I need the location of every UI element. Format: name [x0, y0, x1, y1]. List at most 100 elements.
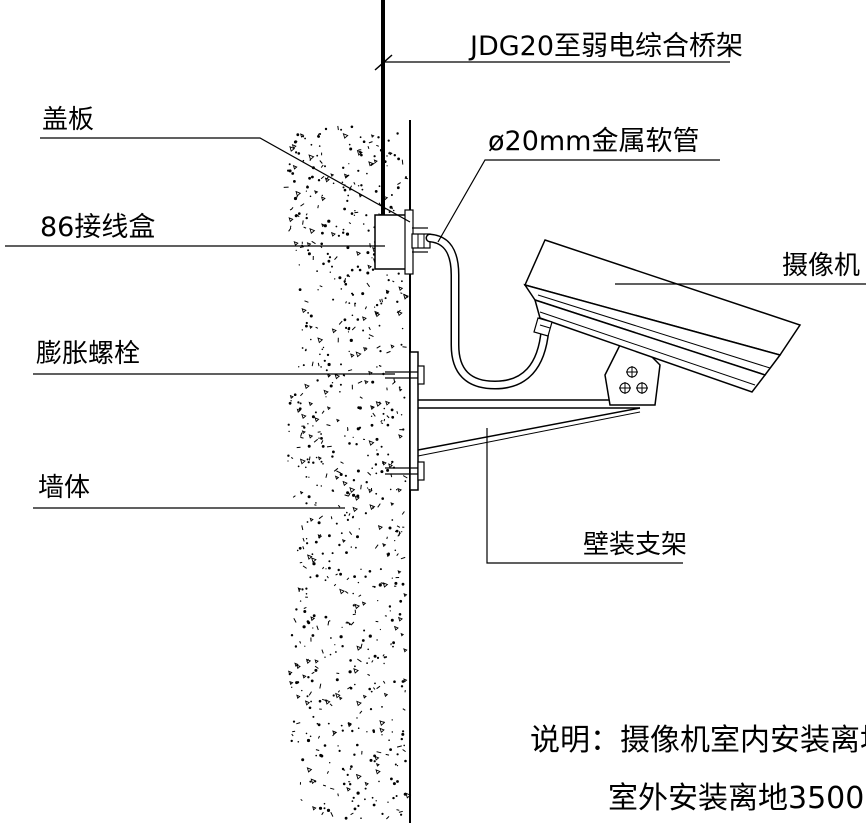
wall-speckle [312, 553, 314, 555]
wall-speckle [397, 746, 402, 747]
wall-speckle [402, 160, 403, 165]
wall-speckle [297, 665, 300, 668]
wall-speckle [328, 363, 331, 366]
wall-speckle [367, 649, 369, 651]
wall-speckle [308, 461, 310, 463]
wall-speckle [298, 466, 300, 468]
wall-speckle [391, 416, 394, 419]
wall-speckle [371, 416, 372, 417]
wall-speckle [391, 409, 394, 412]
wall-speckle [401, 557, 405, 558]
wall-speckle [351, 813, 354, 815]
wall-speckle [312, 672, 315, 674]
wall-speckle [340, 129, 342, 131]
wall-speckle [325, 128, 327, 130]
wall-speckle [354, 684, 356, 686]
wall-speckle [318, 736, 319, 739]
wall-speckle [303, 364, 305, 366]
wall-speckle [357, 646, 361, 650]
wall-speckle [320, 755, 323, 758]
wall-speckle [333, 490, 335, 492]
wall-speckle [338, 569, 340, 571]
wall-speckle [353, 614, 356, 615]
wall-speckle [377, 657, 379, 659]
wall-speckle [383, 583, 387, 587]
wall-speckle [314, 439, 318, 442]
wall-speckle [303, 220, 304, 224]
wall-speckle [335, 375, 339, 379]
wall-speckle [344, 318, 347, 321]
wall-speckle [347, 430, 348, 431]
wall-speckle [303, 538, 304, 542]
wall-speckle [315, 411, 317, 413]
wall-speckle [396, 795, 398, 797]
wall-speckle [374, 155, 376, 157]
wall-speckle [336, 574, 338, 575]
wall-speckle [317, 723, 319, 725]
wall-speckle [304, 227, 307, 228]
wall-speckle [309, 576, 311, 578]
wall-speckle [390, 778, 393, 781]
wall-speckle [355, 443, 357, 445]
wall-speckle [306, 538, 307, 539]
wall-speckle [377, 136, 379, 138]
wall-speckle [386, 274, 387, 275]
wall-speckle [353, 604, 355, 606]
note-line-1: 说明：摄像机室内安装离地 [530, 723, 866, 758]
wall-speckle [291, 457, 293, 458]
wall-speckle [396, 132, 398, 134]
wall-speckle [349, 148, 352, 151]
wall-speckle [366, 662, 368, 664]
wall-speckle [391, 345, 394, 348]
wall-speckle [383, 544, 386, 547]
wall-speckle [317, 626, 319, 630]
wall-speckle [310, 736, 312, 738]
wall-speckle [340, 589, 344, 593]
wall-speckle [307, 768, 311, 772]
wall-speckle [377, 346, 381, 348]
wall-speckle [379, 526, 383, 530]
wall-speckle [373, 804, 376, 807]
wall-speckle [352, 800, 354, 802]
wall-speckle [302, 309, 306, 313]
wall-speckle [381, 706, 383, 708]
wall-speckle [311, 144, 313, 146]
wall-speckle [312, 415, 315, 418]
wall-speckle [338, 544, 340, 546]
wall-speckle [359, 406, 362, 409]
wall-speckle [390, 489, 392, 491]
wall-speckle [346, 512, 348, 514]
wall-speckle [369, 635, 372, 638]
wall-speckle [341, 725, 343, 727]
wall-speckle [403, 476, 407, 478]
wall-speckle [391, 619, 394, 622]
wall-speckle [320, 437, 323, 440]
wall-speckle [306, 733, 308, 735]
wall-speckle [376, 453, 379, 456]
wall-speckle [360, 711, 362, 714]
wall-speckle [341, 462, 344, 464]
wall-speckle [360, 569, 361, 570]
wall-speckle [386, 754, 389, 755]
wall-speckle [318, 179, 320, 181]
wall-speckle [386, 291, 389, 294]
wall-speckle [362, 189, 364, 191]
wall-speckle [388, 153, 389, 155]
wall-speckle [305, 325, 308, 328]
wall-speckle [319, 457, 321, 460]
wall-speckle [386, 816, 389, 819]
wall-speckle [343, 208, 346, 211]
wall-speckle [363, 223, 365, 225]
wall-speckle [361, 292, 364, 295]
wall-speckle [320, 161, 323, 164]
wall-speckle [349, 532, 351, 535]
wall-speckle [357, 170, 359, 172]
wall-speckle [346, 301, 347, 303]
wall-speckle [331, 455, 333, 457]
wall-speckle [316, 327, 318, 328]
wall-speckle [353, 754, 355, 756]
wall-speckle [363, 140, 366, 143]
wall-speckle [356, 535, 359, 538]
wall-speckle [387, 351, 391, 353]
wall-speckle [403, 709, 406, 711]
